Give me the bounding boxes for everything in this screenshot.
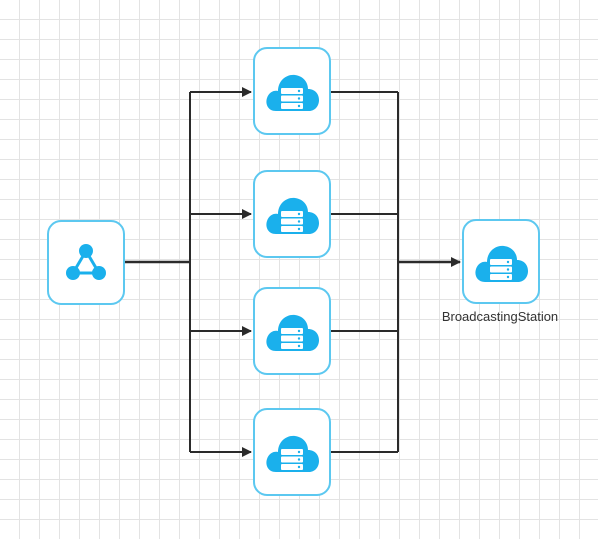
source-node[interactable] <box>47 220 125 305</box>
share-network-icon <box>66 243 106 280</box>
cloud-server-icon <box>266 314 319 351</box>
server-node-1[interactable] <box>253 47 331 135</box>
cloud-server-icon <box>475 245 528 282</box>
cloud-server-icon <box>266 435 319 472</box>
target-node[interactable] <box>462 219 540 304</box>
cloud-server-icon <box>266 197 319 234</box>
target-node-label: BroadcastingStation <box>441 309 559 324</box>
server-node-4[interactable] <box>253 408 331 496</box>
server-node-2[interactable] <box>253 170 331 258</box>
server-node-3[interactable] <box>253 287 331 375</box>
cloud-server-icon <box>266 74 319 111</box>
